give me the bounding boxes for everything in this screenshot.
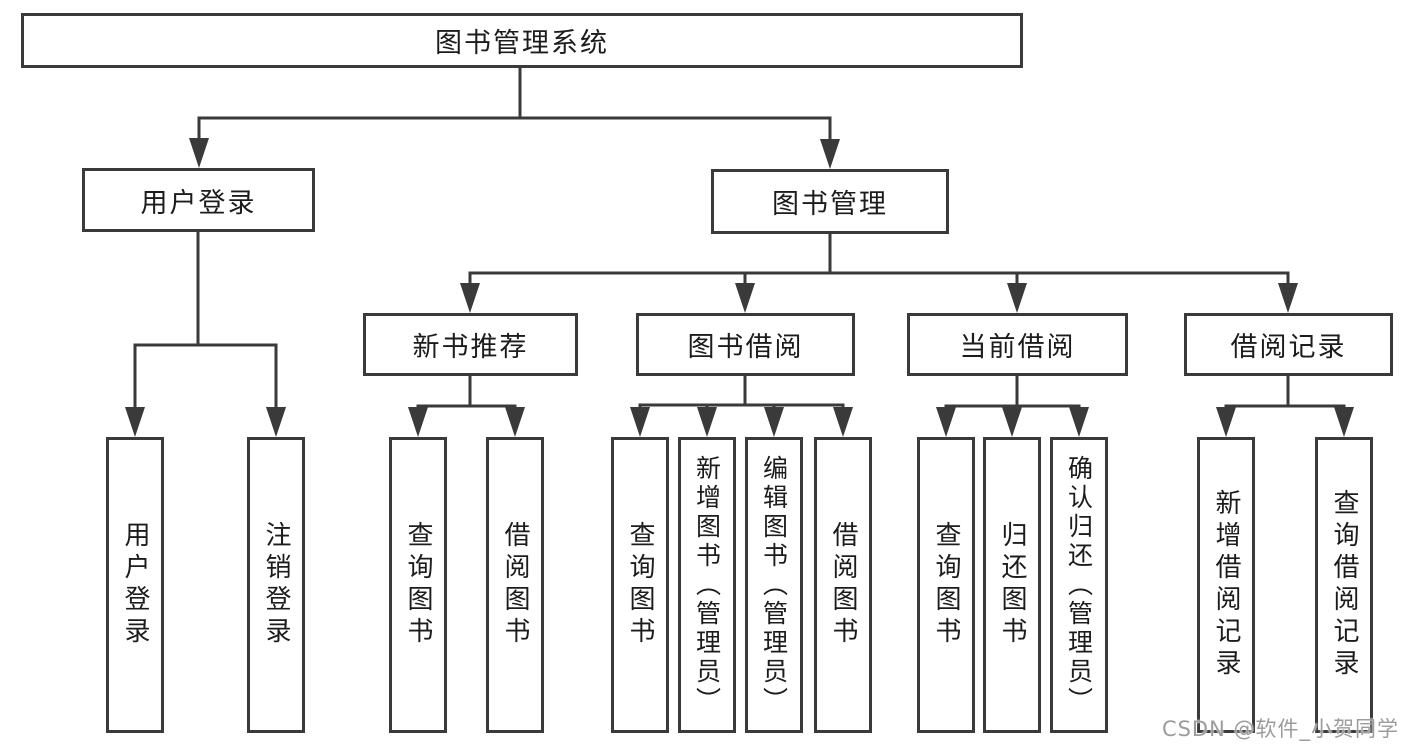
node-label: 归还图书 [997,521,1027,649]
node-user-login: 用户登录 [82,168,315,232]
connector-recommend-to-leaves [416,374,517,412]
node-label: 查询借阅记录 [1329,489,1359,681]
node-library-system: 图书管理系统 [21,13,1023,68]
node-label: 借阅图书 [828,521,858,649]
node-leaf-user-login: 用户登录 [106,437,164,733]
node-label: 图书借阅 [687,332,804,363]
connector-current-to-leaves [944,374,1081,412]
node-leaf-confirm-return-admin: 确认归还（管理员） [1050,437,1108,733]
node-leaf-add-book-admin: 新增图书（管理员） [678,437,736,733]
connector-borrow-to-leaves [638,374,845,412]
node-borrowing-records: 借阅记录 [1184,313,1393,376]
node-label: 注销登录 [261,521,291,649]
node-current-borrowing: 当前借阅 [907,313,1128,376]
node-label: 确认归还（管理员） [1064,454,1094,716]
node-leaf-query-book-recommend: 查询图书 [389,437,447,733]
node-label: 当前借阅 [959,332,1076,363]
node-label: 查询图书 [625,521,655,649]
node-label: 新增图书（管理员） [692,454,722,716]
node-label: 查询图书 [931,521,961,649]
node-leaf-return-book: 归还图书 [983,437,1041,733]
node-label: 图书管理系统 [435,28,609,59]
node-book-management: 图书管理 [711,169,949,234]
connector-records-to-leaves [1224,374,1346,412]
node-leaf-borrow-book: 借阅图书 [814,437,872,733]
node-leaf-query-book-current: 查询图书 [917,437,975,733]
node-label: 用户登录 [140,187,257,219]
connector-root-to-level2 [197,66,832,143]
node-label: 新书推荐 [412,332,529,363]
node-label: 查询图书 [403,521,433,649]
node-label: 图书管理 [772,189,888,220]
connector-mgmt-to-level3 [468,232,1290,287]
node-leaf-add-borrow-record: 新增借阅记录 [1197,437,1255,733]
node-label: 借阅记录 [1230,332,1347,363]
node-new-book-recommendation: 新书推荐 [363,313,578,376]
csdn-watermark: CSDN @软件_小贺同学 [1161,717,1399,741]
node-leaf-query-book-borrow: 查询图书 [611,437,669,733]
node-leaf-edit-book-admin: 编辑图书（管理员） [745,437,803,733]
node-book-borrowing: 图书借阅 [636,313,855,376]
node-label: 编辑图书（管理员） [759,454,789,716]
node-label: 新增借阅记录 [1211,489,1241,681]
connector-login-to-leaves [133,230,278,411]
node-label: 借阅图书 [500,521,530,649]
node-label: 用户登录 [120,521,150,649]
node-leaf-query-borrow-record: 查询借阅记录 [1315,437,1373,733]
node-leaf-borrow-book-recommend: 借阅图书 [486,437,544,733]
node-leaf-logout: 注销登录 [247,437,305,733]
